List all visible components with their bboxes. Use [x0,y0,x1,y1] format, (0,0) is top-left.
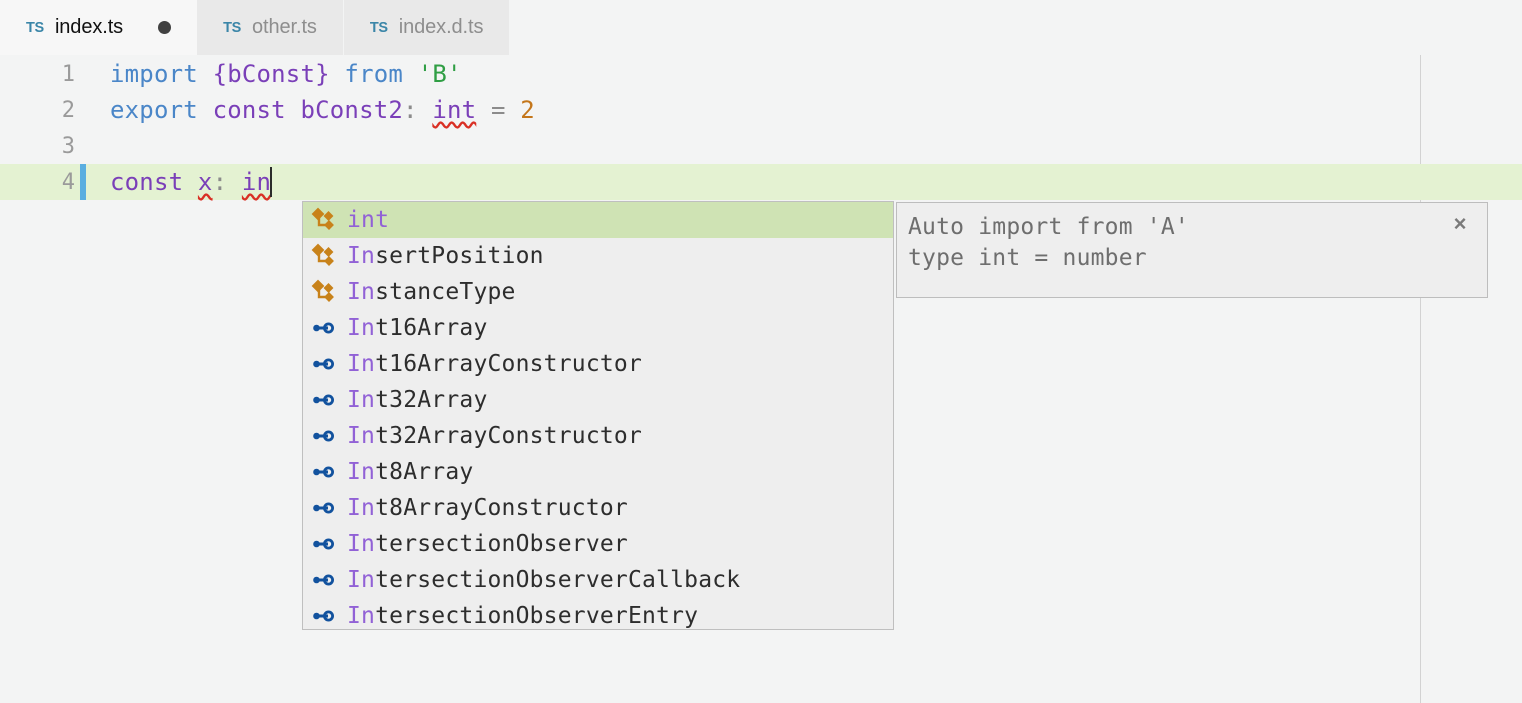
autocomplete-item-label: Int16ArrayConstructor [347,351,643,377]
interface-icon [313,538,334,550]
autocomplete-item-label: InstanceType [347,279,516,305]
autocomplete-item-label: Int16Array [347,315,488,341]
autocomplete-item[interactable]: InstanceType [303,274,893,310]
autocomplete-item-label: IntersectionObserverCallback [347,567,741,593]
documentation-popup: Auto import from 'A' type int = number × [896,202,1488,298]
line-number: 1 [61,61,75,87]
autocomplete-item[interactable]: Int16ArrayConstructor [303,346,893,382]
autocomplete-item[interactable]: IntersectionObserverCallback [303,562,893,598]
typescript-file-icon: TS [369,19,388,36]
autocomplete-item-label: Int8ArrayConstructor [347,495,628,521]
interface-icon [313,430,334,442]
unsaved-changes-dot-icon[interactable] [158,21,172,34]
autocomplete-item[interactable]: int [303,202,893,238]
code-line[interactable]: 2 export const bConst2: int = 2 [0,92,1522,128]
column-ruler [1420,55,1421,703]
code-text: export const bConst2: int = 2 [110,96,535,124]
text-cursor [270,167,273,197]
autocomplete-item-label: Int8Array [347,459,474,485]
tab-other-ts[interactable]: TS other.ts [197,0,344,55]
doc-auto-import-line: Auto import from 'A' [908,214,1189,240]
interface-icon [313,574,334,586]
typescript-file-icon: TS [26,19,44,36]
autocomplete-item[interactable]: Int8Array [303,454,893,490]
autocomplete-item-label: int [347,207,390,233]
tab-label: index.d.ts [398,16,484,38]
close-icon[interactable]: × [1453,211,1467,236]
tab-label: index.ts [54,16,124,38]
autocomplete-item-label: Int32ArrayConstructor [347,423,643,449]
tab-bar: TS index.ts TS other.ts TS index.d.ts [0,0,1522,55]
autocomplete-item[interactable]: Int8ArrayConstructor [303,490,893,526]
gutter-spacer [75,128,87,164]
autocomplete-item[interactable]: Int16Array [303,310,893,346]
tab-index-ts[interactable]: TS index.ts [0,0,198,55]
interface-icon [313,502,334,514]
line-number: 4 [61,169,75,195]
interface-icon [313,358,334,370]
tab-label: other.ts [252,16,317,38]
autocomplete-item[interactable]: Int32ArrayConstructor [303,418,893,454]
autocomplete-item-label: Int32Array [347,387,488,413]
interface-icon [313,394,334,406]
line-number: 2 [61,97,75,123]
tab-index-d-ts[interactable]: TS index.d.ts [343,0,511,55]
autocomplete-item[interactable]: IntersectionObserverEntry [303,598,893,629]
code-text: const x: in [110,167,273,197]
interface-icon [313,466,334,478]
typescript-file-icon: TS [223,19,242,36]
gutter-spacer [75,56,87,92]
code-text: import {bConst} from 'B' [110,60,462,88]
type-alias-icon [311,279,334,302]
autocomplete-item-label: InsertPosition [347,243,544,269]
interface-icon [313,322,334,334]
autocomplete-item[interactable]: Int32Array [303,382,893,418]
gutter-spacer [75,92,87,128]
autocomplete-item-label: IntersectionObserverEntry [347,603,699,629]
gutter-change-marker[interactable] [75,164,87,200]
autocomplete-item[interactable]: IntersectionObserver [303,526,893,562]
autocomplete-item-label: IntersectionObserver [347,531,628,557]
autocomplete-item[interactable]: InsertPosition [303,238,893,274]
doc-signature-line: type int = number [908,245,1147,271]
code-line[interactable]: 3 [0,128,1522,164]
code-line[interactable]: 1 import {bConst} from 'B' [0,56,1522,92]
interface-icon [313,610,334,622]
line-number: 3 [61,133,75,159]
type-alias-icon [311,243,334,266]
code-line[interactable]: 4 const x: in [0,164,1522,200]
type-alias-icon [311,207,334,230]
